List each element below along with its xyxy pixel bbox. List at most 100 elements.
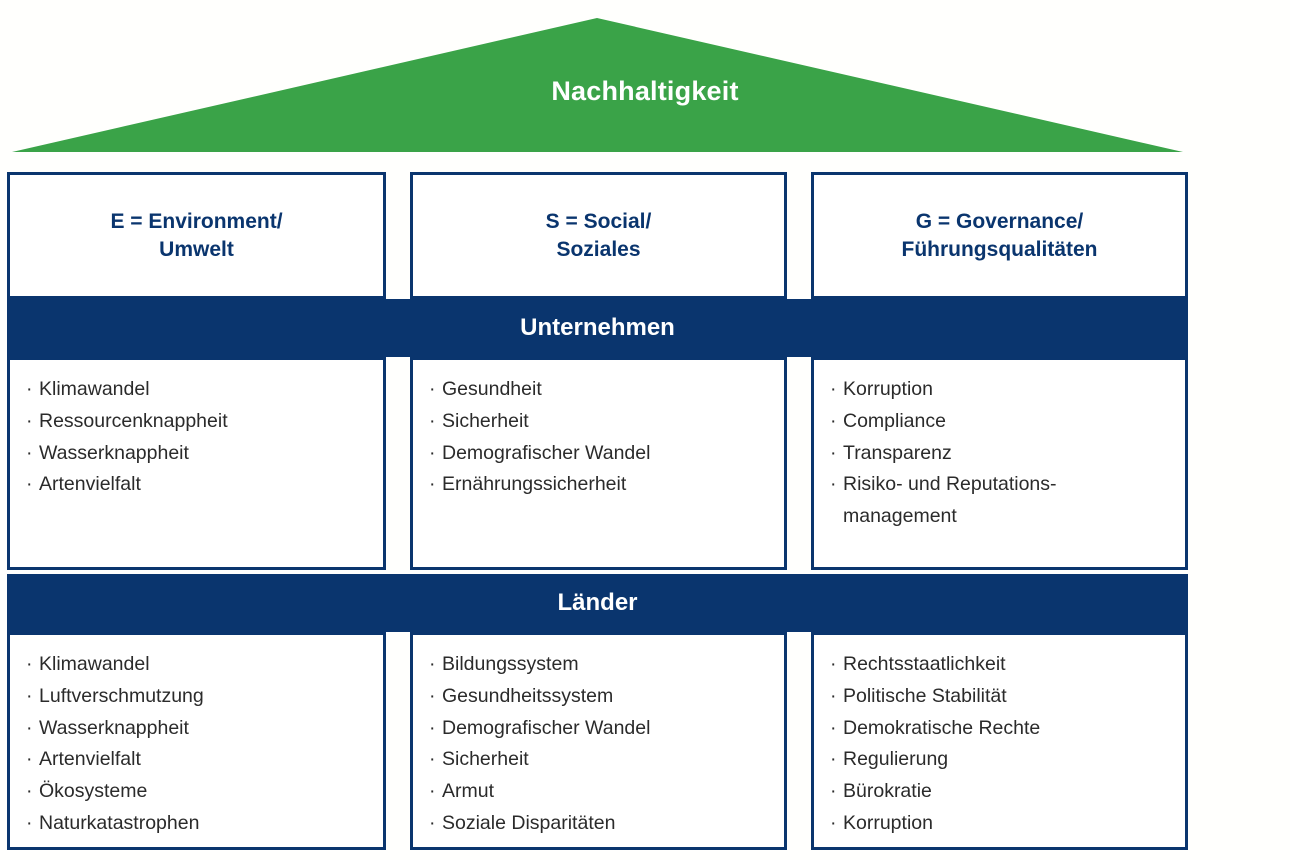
- list-item: ·Rechtsstaatlichkeit: [830, 649, 1181, 681]
- column-header-governance-line1: G = Governance/: [915, 209, 1084, 233]
- column-header-row: E = Environment/ Umwelt S = Social/ Sozi…: [7, 172, 1188, 299]
- bullet-icon: ·: [429, 684, 436, 707]
- list-item: ·Bürokratie: [830, 776, 1181, 808]
- bullet-icon: ·: [830, 441, 837, 464]
- list-item-label: Artenvielfalt: [39, 748, 141, 771]
- bullet-icon: ·: [830, 748, 837, 771]
- bullet-icon: ·: [429, 780, 436, 803]
- section-band-unternehmen: Unternehmen: [7, 299, 1188, 357]
- bullet-icon: ·: [26, 684, 33, 707]
- list-item: · Ökosysteme: [26, 776, 379, 808]
- column-header-social-line1: S = Social/: [545, 209, 652, 233]
- list-item-label: Risiko- und Reputations- management: [843, 473, 1057, 528]
- bullet-icon: ·: [26, 653, 33, 675]
- list-item: · Luftverschmutzung: [26, 681, 379, 713]
- list-unternehmen-social: · Gesundheit · Sicherheit ·Demografischer Wa…: [413, 360, 784, 511]
- list-item: · Demokratische Rechte: [830, 713, 1181, 745]
- list-item: · Gesundheitssystem: [429, 681, 780, 713]
- list-item: ·Demografischer Wandel: [429, 438, 780, 470]
- bullet-icon: ·: [429, 409, 436, 432]
- list-box-laender-governance: ·Rechtsstaatlichkeit·Politische Stabilit…: [811, 632, 1188, 850]
- list-item-label: Soziale Disparitäten: [442, 811, 616, 834]
- list-item: · Sicherheit: [429, 744, 780, 776]
- list-item-label: Bildungssystem: [442, 653, 579, 675]
- bullet-icon: ·: [830, 811, 837, 834]
- list-item-label: Demokratische Rechte: [843, 716, 1041, 739]
- list-laender-governance: ·Rechtsstaatlichkeit·Politische Stabilit…: [814, 635, 1185, 850]
- bullet-icon: ·: [830, 684, 837, 707]
- list-item-label: Klimawandel: [39, 378, 150, 400]
- list-item-label: Gesundheitssystem: [442, 684, 614, 707]
- list-item-label: Ernährungssicherheit: [442, 473, 627, 496]
- roof-shape-icon: [12, 18, 1183, 152]
- house-body: E = Environment/ Umwelt S = Social/ Sozi…: [7, 172, 1188, 852]
- column-header-environment-line1: E = Environment/: [110, 209, 283, 233]
- bullet-icon: ·: [429, 441, 436, 464]
- list-item: · Klimawandel: [26, 374, 379, 406]
- bullet-icon: ·: [26, 441, 33, 464]
- list-item: ·Compliance: [830, 406, 1181, 438]
- bullet-icon: ·: [26, 780, 33, 803]
- column-header-governance: G = Governance/ Führungsqualitäten: [811, 172, 1188, 299]
- list-item: · Ernährungssicherheit: [429, 469, 780, 501]
- list-item: · Wasserknappheit: [26, 438, 379, 470]
- bullet-icon: ·: [26, 811, 33, 834]
- list-box-laender-environment: · Klimawandel · Luftverschmutzung ·Wasserkna…: [7, 632, 386, 850]
- bullet-icon: ·: [830, 716, 837, 739]
- bullet-icon: ·: [830, 409, 837, 432]
- list-item-label: Gesundheit: [442, 378, 542, 400]
- roof-triangle: Nachhaltigkeit: [0, 0, 1290, 160]
- list-item: ·Wasserknappheit: [26, 713, 379, 745]
- column-header-governance-line2: Führungsqualitäten: [901, 237, 1098, 261]
- list-laender-environment: · Klimawandel · Luftverschmutzung ·Wasserkna…: [10, 635, 383, 850]
- list-item-label: Ökosysteme: [39, 780, 148, 803]
- list-item: ·Bildungssystem: [429, 649, 780, 681]
- column-header-social-line2: Soziales: [556, 237, 641, 261]
- bullet-icon: ·: [26, 409, 33, 432]
- list-item: · Armut: [429, 776, 780, 808]
- list-box-unternehmen-environment: ·Klimawandel·Ressourcenknappheit·Wasserk…: [7, 357, 386, 570]
- list-box-laender-social: ·Bildungssystem·Gesundheitssystem·Demogr…: [410, 632, 787, 850]
- column-header-environment-line2: Umwelt: [159, 237, 234, 261]
- list-item-label: Wasserknappheit: [39, 441, 189, 464]
- list-item-label: Luftverschmutzung: [39, 684, 204, 707]
- list-item: · Artenvielfalt: [26, 469, 379, 501]
- list-item: ·Transparenz: [830, 438, 1181, 470]
- list-item-label: Politische Stabilität: [843, 684, 1007, 707]
- list-item-label: Korruption: [843, 378, 933, 400]
- list-item-label: Armut: [442, 780, 495, 803]
- column-header-environment: E = Environment/ Umwelt: [7, 172, 386, 299]
- list-item: · Klimawandel: [26, 649, 379, 681]
- list-item: ·Soziale Disparitäten: [429, 808, 780, 840]
- list-item: · Korruption: [830, 808, 1181, 840]
- list-item-label: Korruption: [843, 811, 933, 834]
- bullet-icon: ·: [830, 378, 837, 400]
- bullet-icon: ·: [429, 378, 436, 400]
- list-item: ·Demografischer Wandel: [429, 713, 780, 745]
- list-box-unternehmen-social: · Gesundheit · Sicherheit ·Demografischer Wa…: [410, 357, 787, 570]
- list-item-label: Sicherheit: [442, 409, 529, 432]
- list-item: · Korruption: [830, 374, 1181, 406]
- list-item: · Gesundheit: [429, 374, 780, 406]
- bullet-icon: ·: [830, 473, 837, 496]
- roof-label: Nachhaltigkeit: [551, 76, 739, 106]
- list-unternehmen-governance: ·Korruption·Compliance·Transparenz·Risik…: [814, 360, 1185, 543]
- list-item: ·Naturkatastrophen: [26, 808, 379, 840]
- bullet-icon: ·: [830, 780, 837, 803]
- bullet-icon: ·: [26, 378, 33, 400]
- list-item-label: Sicherheit: [442, 748, 529, 771]
- bullet-icon: ·: [26, 748, 33, 771]
- list-item: · Artenvielfalt: [26, 744, 379, 776]
- section-row-laender: · Klimawandel · Luftverschmutzung ·Wasserkna…: [7, 632, 1188, 850]
- list-item: ·Ressourcenknappheit: [26, 406, 379, 438]
- list-item-label: Rechtsstaatlichkeit: [843, 653, 1006, 675]
- bullet-icon: ·: [429, 748, 436, 771]
- list-item-label: Klimawandel: [39, 653, 150, 675]
- list-item: · Risiko- und Reputations- management: [830, 469, 1181, 533]
- bullet-icon: ·: [26, 473, 33, 496]
- bullet-icon: ·: [429, 473, 436, 496]
- section-row-unternehmen: ·Klimawandel·Ressourcenknappheit·Wasserk…: [7, 357, 1188, 570]
- list-item: · Sicherheit: [429, 406, 780, 438]
- bullet-icon: ·: [429, 716, 436, 739]
- list-item-label: Artenvielfalt: [39, 473, 141, 496]
